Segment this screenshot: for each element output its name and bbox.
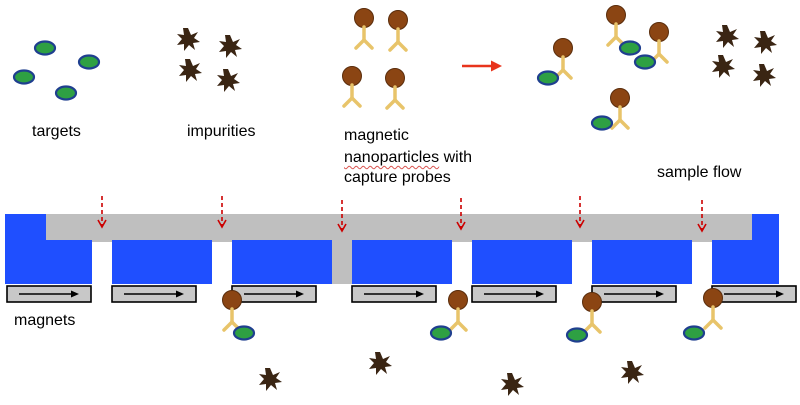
targets-group bbox=[12, 40, 101, 101]
magnet-chambers bbox=[5, 214, 779, 284]
probes-label-line3: capture probes bbox=[344, 169, 451, 186]
magnets-label: magnets bbox=[14, 312, 76, 329]
probes-label-line1: magnetic bbox=[344, 127, 409, 144]
probes-label-with: with bbox=[439, 149, 473, 166]
bottom-impurities bbox=[259, 352, 644, 396]
impurities-label: impurities bbox=[187, 123, 256, 140]
targets-label: targets bbox=[32, 123, 81, 140]
reaction-arrow bbox=[462, 60, 502, 72]
impurities-group bbox=[177, 28, 242, 92]
sample-flow-label: sample flow bbox=[657, 164, 742, 181]
magnet-bars bbox=[6, 285, 797, 303]
probes-label-word: nanoparticles bbox=[344, 149, 440, 166]
probes-label-line2: nanoparticles with bbox=[344, 148, 472, 167]
mixture-group bbox=[536, 3, 777, 131]
probes-group bbox=[340, 6, 410, 110]
